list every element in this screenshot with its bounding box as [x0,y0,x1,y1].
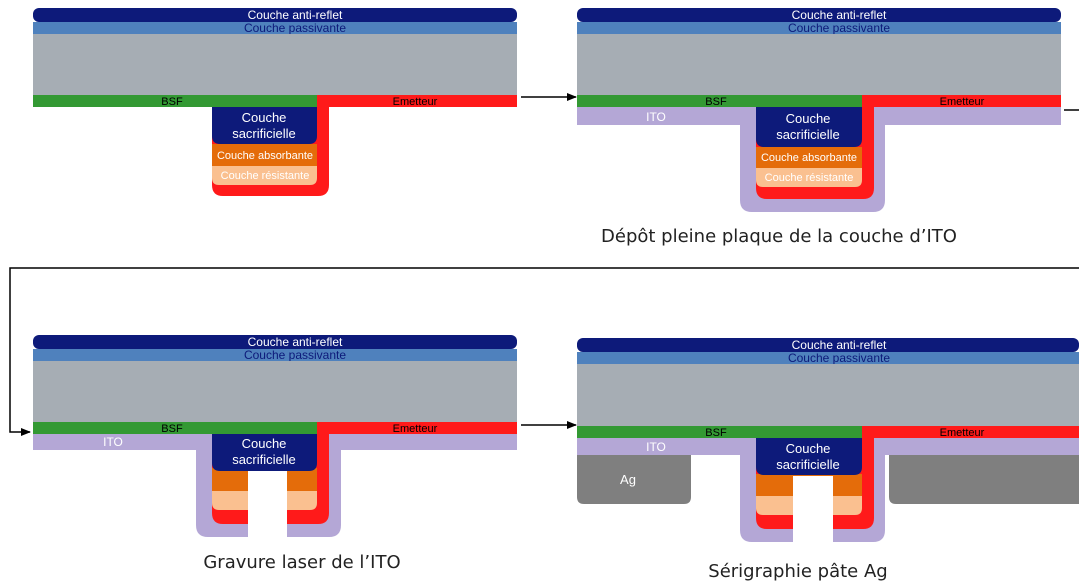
caption-step-4: Sérigraphie pâte Ag [708,561,887,582]
sacrificielle-layer [756,438,862,475]
ito-label: ITO [646,440,666,454]
bsf-label: BSF [161,96,183,108]
sacrificielle-layer [212,434,317,471]
caption-step-3: Gravure laser de l’ITO [203,552,400,573]
bsf-layer [33,95,317,107]
passivante-label: Couche passivante [788,21,890,35]
sacrificielle-layer [212,107,317,144]
laser-opening [793,476,833,546]
sacrificielle-label-1: Couche [786,441,831,456]
panel-step-1: Couche anti-reflet Couche passivante BSF… [33,8,517,196]
passivante-label: Couche passivante [244,21,346,35]
anti-reflet-layer [577,338,1079,352]
resistante-label: Couche résistante [221,170,310,182]
anti-reflet-layer [577,8,1061,22]
sacrificielle-label-1: Couche [242,436,287,451]
passivante-layer [33,349,517,361]
bsf-layer [577,95,862,107]
bsf-layer [33,422,317,434]
anti-reflet-layer [33,8,517,22]
ag-label: Ag [620,472,636,487]
resistante-layer [212,166,317,185]
passivante-label: Couche passivante [244,348,346,362]
anti-reflet-label: Couche anti-reflet [792,338,887,352]
panel-step-2: Couche anti-reflet Couche passivante ITO… [577,8,1061,247]
substrate [577,364,1079,426]
ag-paste-left [577,455,691,504]
ito-label: ITO [646,110,666,124]
bsf-label: BSF [705,96,727,108]
caption-step-2: Dépôt pleine plaque de la couche d’ITO [601,226,957,247]
passivante-layer [577,352,1079,364]
passivante-layer [577,22,1061,34]
resistante-label: Couche résistante [765,172,854,184]
emetteur-label: Emetteur [940,427,985,439]
anti-reflet-label: Couche anti-reflet [248,335,343,349]
absorbante-layer [756,147,862,168]
ito-label: ITO [103,435,123,449]
bsf-label: BSF [705,427,727,439]
sacrificielle-label-1: Couche [242,110,287,125]
panel-step-3: Couche anti-reflet Couche passivante ITO… [33,335,517,573]
anti-reflet-label: Couche anti-reflet [248,8,343,22]
absorbante-layer [212,144,317,166]
anti-reflet-label: Couche anti-reflet [792,8,887,22]
sacrificielle-label-2: sacrificielle [776,457,840,472]
passivante-layer [33,22,517,34]
sacrificielle-label-2: sacrificielle [232,126,296,141]
sacrificielle-label-2: sacrificielle [776,127,840,142]
bsf-layer [577,426,862,438]
absorbante-label: Couche absorbante [217,150,313,162]
panel-step-4: Couche anti-reflet Couche passivante ITO… [577,338,1079,582]
resistante-layer [756,168,862,187]
bsf-label: BSF [161,423,183,435]
arrow-step-2-to-3-return [9,267,1079,436]
substrate [33,34,517,95]
emetteur-label: Emetteur [393,96,438,108]
substrate [577,34,1061,95]
passivante-label: Couche passivante [788,351,890,365]
laser-opening [248,471,287,541]
anti-reflet-layer [33,335,517,349]
sacrificielle-layer [756,107,862,147]
sacrificielle-label-1: Couche [786,111,831,126]
emetteur-label: Emetteur [393,423,438,435]
ag-paste-right [889,455,1079,504]
sacrificielle-label-2: sacrificielle [232,452,296,467]
emetteur-label: Emetteur [940,96,985,108]
substrate [33,361,517,422]
absorbante-label: Couche absorbante [761,152,857,164]
